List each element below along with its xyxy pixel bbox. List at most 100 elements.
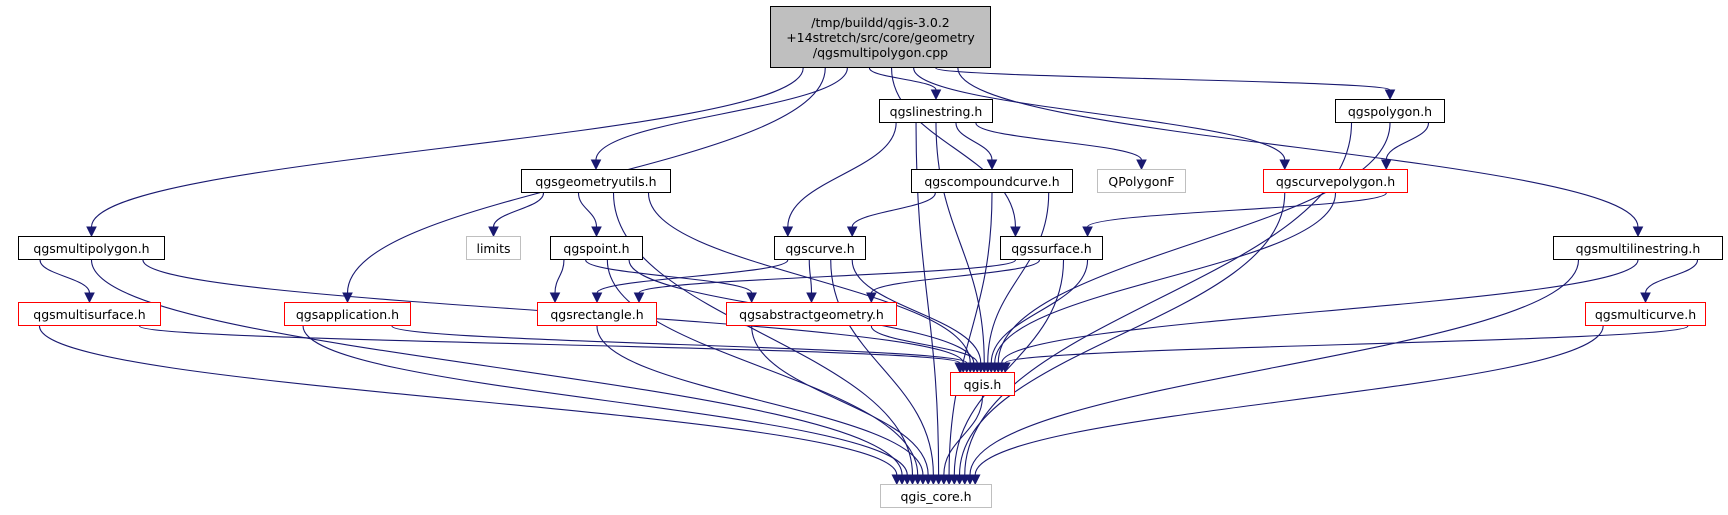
- edge-arrowhead: [633, 292, 645, 304]
- node-limits[interactable]: limits: [466, 236, 521, 260]
- edge-qgscurve-to-qgsabstractgeometry: [808, 259, 813, 294]
- edge-qgslinestring-to-QPolygonF: [975, 122, 1143, 161]
- root-label-line: /qgsmultipolygon.cpp: [812, 44, 949, 60]
- edge-root-to-qgsmultilinestring: [957, 67, 1639, 228]
- node-label: qgsgeometryutils.h: [535, 173, 657, 189]
- node-qgssurface[interactable]: qgssurface.h: [1000, 236, 1103, 260]
- edge-arrowhead: [922, 474, 934, 486]
- edge-arrowhead: [971, 362, 983, 374]
- node-qgsmultilinestring[interactable]: qgsmultilinestring.h: [1553, 236, 1723, 260]
- edge-arrowhead: [342, 292, 353, 304]
- node-qgsmultipolygon[interactable]: qgsmultipolygon.h: [18, 236, 165, 260]
- node-label: qgscurve.h: [785, 240, 855, 256]
- node-label: qgsapplication.h: [295, 306, 400, 322]
- node-qgis[interactable]: qgis.h: [950, 372, 1015, 396]
- edge-root-to-qgsmultipolygon: [90, 67, 804, 228]
- edge-qgsabstractgeometry-to-qgis: [870, 325, 978, 364]
- node-qgsapplication[interactable]: qgsapplication.h: [284, 302, 411, 326]
- edge-qgslinestring-to-qgis: [935, 122, 985, 364]
- edge-qgssurface-to-qgsabstractgeometry: [870, 259, 1041, 294]
- edge-arrowhead: [591, 292, 603, 304]
- edge-arrowhead: [891, 474, 903, 486]
- edge-arrowhead: [1082, 226, 1093, 238]
- edge-arrowhead: [986, 159, 998, 171]
- node-label: qgspolygon.h: [1347, 103, 1433, 119]
- node-qgspolygon[interactable]: qgspolygon.h: [1335, 99, 1445, 123]
- edge-root-to-qgssurface: [891, 67, 1016, 228]
- edge-arrowhead: [1279, 159, 1291, 171]
- node-label: qgscompoundcurve.h: [924, 173, 1060, 189]
- edge-qgssurface-to-qgis: [990, 259, 1089, 364]
- node-qgslinestring[interactable]: qgslinestring.h: [879, 99, 993, 123]
- edge-arrowhead: [1384, 89, 1396, 101]
- edge-arrowhead: [746, 292, 757, 304]
- edge-qgscurve-to-qgsrectangle: [596, 259, 789, 294]
- edge-qgsmultisurface-to-qgis_core: [38, 325, 898, 476]
- node-label: qgspoint.h: [563, 240, 630, 256]
- edge-qgssurface-to-qgsrectangle: [638, 259, 1016, 294]
- node-label: qgsrectangle.h: [550, 306, 644, 322]
- node-qgscurvepolygon[interactable]: qgscurvepolygon.h: [1263, 169, 1408, 193]
- node-qgsrectangle[interactable]: qgsrectangle.h: [537, 302, 657, 326]
- node-label: QPolygonF: [1108, 173, 1175, 189]
- edge-qgsmultilinestring-to-qgis: [1001, 259, 1639, 364]
- node-qgsmulticurve[interactable]: qgsmulticurve.h: [1585, 302, 1706, 326]
- edge-qgscompoundcurve-to-qgis: [987, 192, 1050, 364]
- node-qgis-core[interactable]: qgis_core.h: [880, 484, 992, 508]
- edge-arrowhead: [954, 362, 966, 374]
- edge-arrowhead: [806, 292, 817, 304]
- edge-qgis-to-qgis_core: [943, 395, 984, 476]
- edge-arrowhead: [938, 474, 950, 486]
- edge-arrowhead: [901, 474, 913, 486]
- edge-qgslinestring-to-qgscompoundcurve: [955, 122, 993, 161]
- edge-arrowhead: [985, 362, 997, 374]
- edge-qgscurve-to-qgis_core: [830, 259, 934, 476]
- node-qgsgeometryutils[interactable]: qgsgeometryutils.h: [521, 169, 671, 193]
- node-qgscompoundcurve[interactable]: qgscompoundcurve.h: [911, 169, 1073, 193]
- node-label: qgsabstractgeometry.h: [739, 306, 884, 322]
- node-label: qgis_core.h: [900, 488, 972, 504]
- node-label: qgslinestring.h: [889, 103, 983, 119]
- edge-root-to-qgsgeometryutils: [595, 67, 848, 161]
- edge-qgspoint-to-qgis_core: [606, 259, 919, 476]
- node-label: qgsmultilinestring.h: [1575, 240, 1701, 256]
- node-label: qgis.h: [963, 376, 1002, 392]
- edge-qgscompoundcurve-to-qgscurve: [851, 192, 936, 228]
- edge-qgscurvepolygon-to-qgis_core: [958, 192, 1286, 476]
- edge-arrowhead: [1380, 159, 1392, 171]
- node-label: qgssurface.h: [1011, 240, 1092, 256]
- node-label: qgsmultisurface.h: [33, 306, 146, 322]
- edge-qgsmulticurve-to-qgis: [1004, 325, 1689, 364]
- node-label: limits: [476, 240, 511, 256]
- edge-root-to-qgspolygon: [935, 67, 1391, 91]
- edge-arrowhead: [846, 226, 858, 238]
- edge-arrowhead: [84, 292, 95, 304]
- node-label: qgscurvepolygon.h: [1275, 173, 1396, 189]
- edge-arrowhead: [999, 362, 1011, 374]
- node-qgscurve[interactable]: qgscurve.h: [774, 236, 866, 260]
- edge-qgssurface-to-qgis_core: [953, 259, 1065, 476]
- node-root[interactable]: /tmp/buildd/qgis-3.0.2+14stretch/src/cor…: [770, 6, 991, 68]
- edge-qgsmultisurface-to-qgis: [139, 325, 961, 364]
- edge-arrowhead: [1632, 226, 1644, 238]
- edge-arrowhead: [488, 226, 499, 238]
- edge-qgsgeometryutils-to-qgis: [647, 192, 971, 364]
- root-label-line: +14stretch/src/core/geometry: [786, 29, 975, 45]
- edge-qgsmultilinestring-to-qgis_core: [969, 259, 1580, 476]
- edge-qgsmultipolygon-to-qgsmultisurface: [39, 259, 91, 294]
- edge-arrowhead: [1640, 292, 1651, 304]
- edge-arrowhead: [961, 362, 973, 374]
- node-qpolygonf[interactable]: QPolygonF: [1097, 169, 1186, 193]
- edge-arrowhead: [782, 226, 794, 238]
- node-qgsmultisurface[interactable]: qgsmultisurface.h: [18, 302, 161, 326]
- graph-edges: [38, 67, 1699, 486]
- edge-arrowhead: [948, 474, 960, 486]
- edge-qgsgeometryutils-to-qgspoint: [577, 192, 598, 228]
- edge-qgsapplication-to-qgis: [391, 325, 968, 364]
- edge-qgsrectangle-to-qgis_core: [596, 325, 924, 476]
- node-label: qgsmultipolygon.h: [33, 240, 150, 256]
- edge-arrowhead: [866, 292, 877, 304]
- node-qgspoint[interactable]: qgspoint.h: [550, 236, 643, 260]
- node-qgsabstractgeometry[interactable]: qgsabstractgeometry.h: [726, 302, 897, 326]
